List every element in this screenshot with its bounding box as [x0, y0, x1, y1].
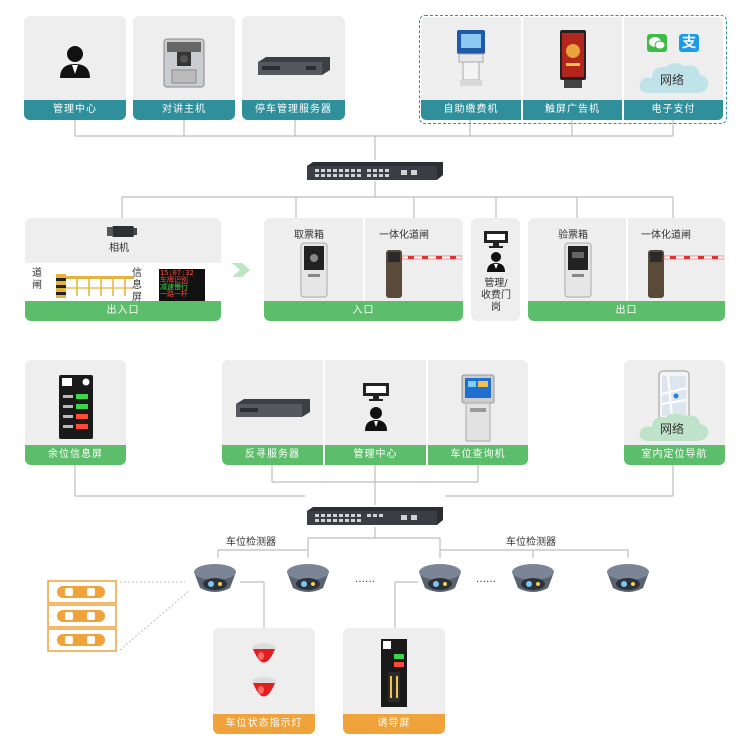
monitor-icon [363, 383, 389, 401]
ellipsis-left: …… [355, 574, 375, 585]
tile-space-indicator-light[interactable]: 车位状态指示灯 [213, 628, 315, 734]
screen-line3: 一路一杆 [160, 290, 188, 298]
phone-map-icon [658, 370, 690, 426]
payment-group-frame [419, 15, 727, 124]
space-detector-icon [607, 564, 649, 592]
tile-touch-ad-screen[interactable]: 触屏广告机 [523, 17, 622, 120]
tile-label: 管理中心 [325, 445, 426, 465]
tile-label: 车位查询机 [428, 445, 528, 465]
space-detector-icon [287, 564, 329, 592]
tile-label: 车位状态指示灯 [213, 714, 315, 734]
tile-booth[interactable]: 管理/收费门岗 [471, 218, 520, 321]
tile-label: 出口 [528, 301, 725, 321]
tile-label: 对讲主机 [133, 100, 235, 120]
tile-label: 管理中心 [24, 100, 126, 120]
screen-line1: 车牌识别 [160, 276, 188, 284]
tile-label: 入口 [264, 301, 463, 321]
network-switch-icon [307, 507, 443, 525]
camera-icon [107, 226, 137, 237]
person-icon [365, 407, 387, 431]
person-icon [60, 46, 90, 78]
tile-label: 出入口 [25, 301, 221, 321]
ellipsis-right: …… [476, 574, 496, 585]
kiosk-icon [457, 30, 485, 86]
alipay-icon: 支 [679, 34, 699, 52]
tile-self-payment-kiosk[interactable]: 自助缴费机 [421, 17, 521, 120]
screen-time: 15:07:32 [160, 269, 194, 277]
parked-car-icons [47, 580, 117, 652]
camera-label: 相机 [109, 243, 129, 254]
tile-label: 反寻服务器 [222, 445, 323, 465]
display-label: 信息屏 [132, 268, 142, 303]
tile-label: 余位信息屏 [25, 445, 126, 465]
integrated-barrier-icon [386, 250, 462, 298]
integrated-barrier-icon [648, 250, 724, 298]
tile-label: 自助缴费机 [421, 100, 521, 120]
tile-entrance[interactable]: 取票箱 一体化道闸 入口 [264, 218, 463, 321]
tile-management-center[interactable]: 管理中心 [24, 16, 126, 120]
tile-parking-server[interactable]: 停车管理服务器 [242, 16, 345, 120]
network-switch-icon [307, 162, 443, 180]
barrier-label: 一体化道闸 [641, 230, 691, 241]
vacancy-display-icon [59, 375, 93, 439]
intercom-icon [163, 38, 205, 88]
tile-intercom-host[interactable]: 对讲主机 [133, 16, 235, 120]
tile-guidance-screen[interactable]: 诱导屏 [343, 628, 445, 734]
person-icon [487, 252, 505, 272]
tile-label: 触屏广告机 [523, 100, 622, 120]
indicator-light-icon [252, 643, 276, 663]
indicator-light-icon [252, 677, 276, 697]
tile-e-payment[interactable]: 支 网络 电子支付 [624, 17, 723, 120]
parking-spaces [47, 580, 117, 652]
network-label: 网络 [660, 73, 685, 87]
space-detector-icon [419, 564, 461, 592]
query-kiosk-icon [461, 374, 495, 442]
tile-vacancy-display[interactable]: 余位信息屏 [25, 360, 126, 465]
server-icon [258, 57, 330, 75]
tile-label: 停车管理服务器 [242, 100, 345, 120]
cloud-icon [639, 62, 709, 93]
detector-label-left: 车位检测器 [226, 537, 276, 548]
detector-label-right: 车位检测器 [506, 537, 556, 548]
server-icon [236, 399, 310, 417]
tile-label: 电子支付 [624, 100, 723, 120]
cloud-icon [639, 413, 709, 441]
space-detector-icon [194, 564, 236, 592]
guidance-screen-icon [381, 639, 407, 707]
barrier-gate-icon [56, 274, 134, 298]
barrier-label: 一体化道闸 [379, 230, 429, 241]
ticket-check-label: 验票箱 [558, 230, 588, 241]
tile-label: 室内定位导航 [624, 445, 725, 465]
tile-reverse-search-server[interactable]: 反寻服务器 [222, 360, 323, 465]
info-screen: 15:07:32 车牌识别 减速慢行 一路一杆 [159, 269, 205, 301]
ticket-box-label: 取票箱 [294, 230, 324, 241]
tile-exit-entry[interactable]: 相机 道闸 信息屏 15:07:32 车牌识别 减速慢行 一路一杆 出入口 [25, 218, 221, 321]
tile-management-center-lower[interactable]: 管理中心 [325, 360, 426, 465]
tile-exit[interactable]: 验票箱 一体化道闸 出口 [528, 218, 725, 321]
tile-label: 诱导屏 [343, 714, 445, 734]
tile-indoor-navigation[interactable]: 网络 室内定位导航 [624, 360, 725, 465]
network-label: 网络 [660, 422, 685, 436]
monitor-icon [484, 231, 508, 248]
wechat-icon [647, 34, 667, 52]
ad-screen-icon [560, 30, 586, 88]
barrier-label: 道闸 [32, 268, 42, 291]
ticket-box-icon [300, 242, 328, 298]
tile-space-query-kiosk[interactable]: 车位查询机 [428, 360, 528, 465]
ticket-check-box-icon [564, 242, 592, 298]
booth-label: 管理/收费门岗 [481, 278, 511, 313]
space-detector-icon [512, 564, 554, 592]
screen-line2: 减速慢行 [160, 283, 188, 291]
